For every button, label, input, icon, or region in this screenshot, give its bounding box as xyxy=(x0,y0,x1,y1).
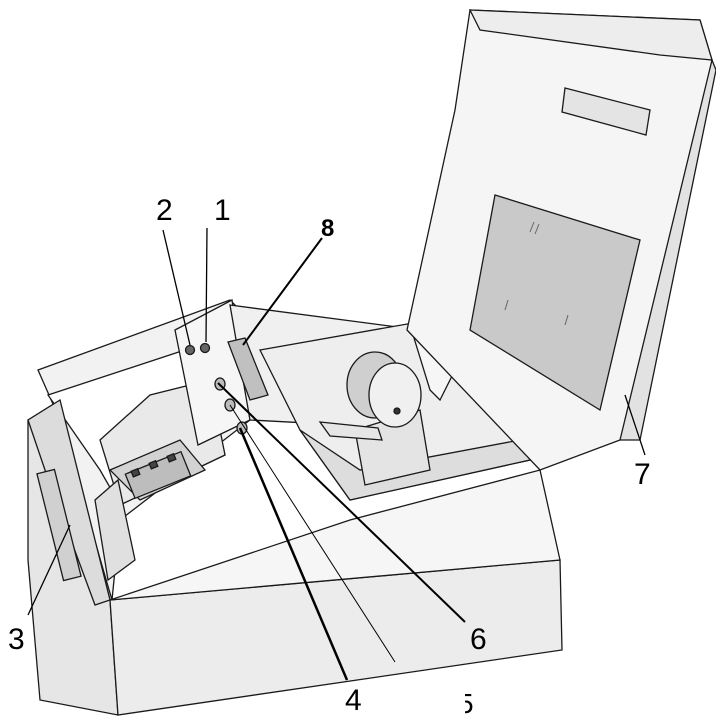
display-slot xyxy=(227,337,269,401)
leader-lines xyxy=(27,227,646,681)
leader-4 xyxy=(238,427,349,681)
callout-1: 1 xyxy=(214,194,231,227)
leader-8 xyxy=(242,237,323,346)
callout-4: 4 xyxy=(345,684,362,717)
callout-8: 8 xyxy=(321,215,335,242)
leader-1 xyxy=(205,227,208,343)
leader-5 xyxy=(229,404,396,663)
printer-base xyxy=(27,398,563,716)
leader-2 xyxy=(162,229,191,346)
callout-3: 3 xyxy=(8,623,25,656)
callout-7: 7 xyxy=(634,458,651,491)
lid-slot xyxy=(561,87,651,136)
button-1[interactable] xyxy=(199,342,211,354)
lid-window xyxy=(469,194,641,412)
leader-3 xyxy=(27,524,71,616)
callout-6: 6 xyxy=(470,623,487,656)
button-2[interactable] xyxy=(184,344,196,356)
callout-5: 5 xyxy=(458,688,474,719)
printer-lid xyxy=(406,9,716,471)
callout-2: 2 xyxy=(156,194,173,227)
leader-6 xyxy=(217,382,466,623)
leader-7 xyxy=(624,394,646,456)
